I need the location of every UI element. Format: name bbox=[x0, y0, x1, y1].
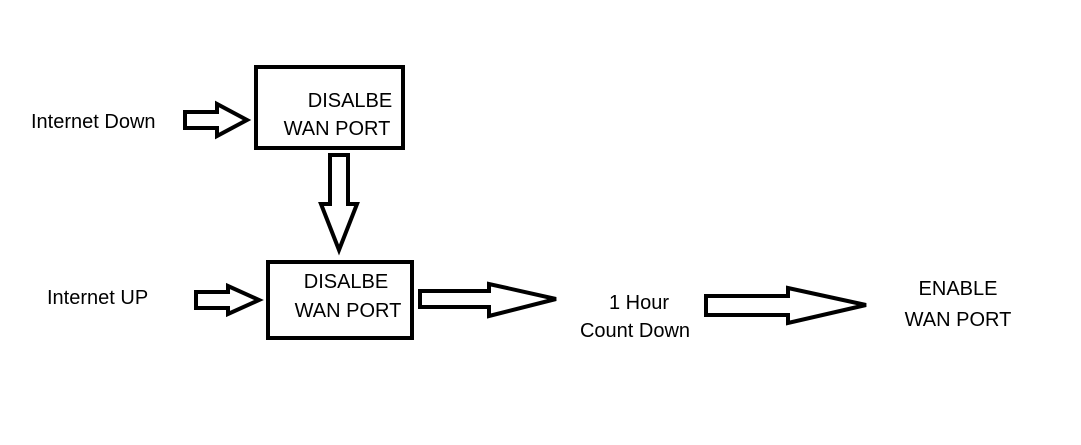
countdown-line2: Count Down bbox=[580, 320, 690, 342]
enable-line2: WAN PORT bbox=[905, 309, 1012, 331]
box-top-line1: DISALBE bbox=[308, 90, 392, 112]
enable-line1: ENABLE bbox=[919, 278, 998, 300]
box-top-line2: WAN PORT bbox=[284, 118, 391, 140]
box-bottom-line2: WAN PORT bbox=[295, 300, 402, 322]
box-bottom-line1: DISALBE bbox=[304, 271, 388, 293]
disable-wan-port-box-bottom: DISALBE WAN PORT bbox=[266, 260, 414, 340]
arrow-internet-up-to-bottom-box bbox=[194, 282, 264, 318]
internet-down-label: Internet Down bbox=[31, 111, 156, 133]
arrow-bottom-box-to-countdown bbox=[418, 281, 557, 319]
arrow-countdown-to-enable bbox=[704, 285, 867, 326]
arrow-top-box-to-bottom-box bbox=[318, 153, 360, 256]
box-frame bbox=[266, 260, 414, 340]
box-frame bbox=[254, 65, 405, 150]
arrow-internet-down-to-top-box bbox=[183, 100, 252, 140]
disable-wan-port-box-top: DISALBE WAN PORT bbox=[254, 65, 405, 150]
internet-up-label: Internet UP bbox=[47, 287, 148, 309]
countdown-line1: 1 Hour bbox=[609, 292, 669, 314]
